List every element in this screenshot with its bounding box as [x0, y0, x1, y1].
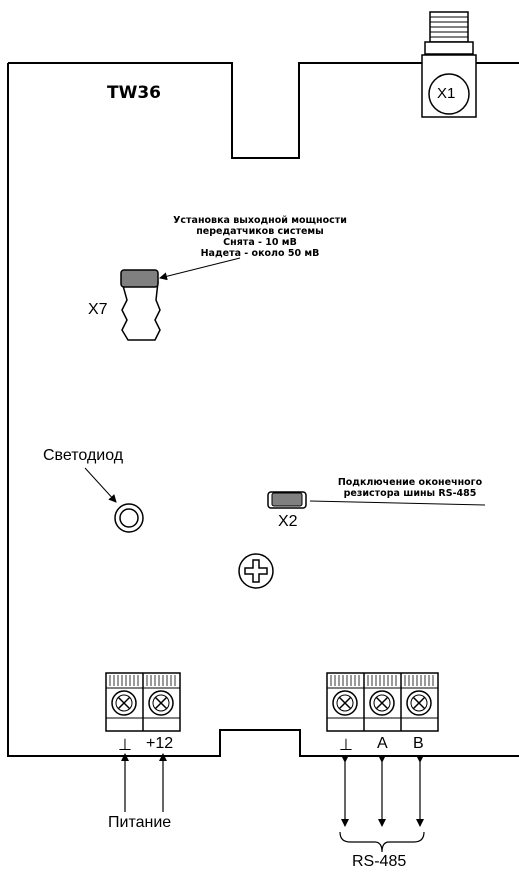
rs485-caption: RS-485	[352, 853, 407, 870]
power-terminal-ground-label: ⊥	[118, 737, 132, 754]
jumper-x7-note: Установка выходной мощности передатчиков…	[155, 215, 365, 259]
connector-x1-nut	[428, 73, 470, 115]
rs485-brace	[339, 831, 425, 853]
screw-terminal-ground	[111, 690, 137, 716]
jumper-x2-note: Подключение оконечного резистора шины RS…	[320, 477, 500, 499]
mounting-screw	[238, 553, 274, 589]
screw-terminal-b	[406, 690, 432, 716]
power-caption: Питание	[108, 814, 172, 831]
jumper-x7-cap	[120, 269, 159, 288]
power-terminal-block	[105, 672, 181, 732]
power-terminal-plus12-label: +12	[146, 735, 174, 752]
bus-terminal-a-label: A	[377, 735, 388, 752]
rs485-terminal-block	[326, 672, 439, 732]
jumper-x7-note-line-4: Надета - около 50 мВ	[200, 248, 320, 259]
jumper-x2-note-line-1: Подключение оконечного	[337, 477, 483, 488]
jumper-x7-label: X7	[88, 301, 108, 318]
jumper-x2-label: X2	[278, 513, 298, 530]
jumper-x7-note-line-2: передатчиков системы	[196, 226, 324, 237]
connector-x1-label: X1	[437, 85, 456, 102]
board-model-label: TW36	[107, 83, 162, 103]
screw-terminal-plus12	[148, 690, 174, 716]
jumper-x7-pointer	[159, 257, 241, 281]
bus-terminal-ground-label: ⊥	[339, 737, 353, 754]
jumper-x7	[120, 269, 161, 341]
screw-terminal-a	[369, 690, 395, 716]
jumper-x7-note-line-3: Снята - 10 мВ	[223, 237, 297, 248]
board-outline	[7, 62, 519, 757]
jumper-x7-note-line-1: Установка выходной мощности	[173, 215, 347, 226]
connector-x1	[421, 11, 477, 118]
jumper-x2-note-line-2: резистора шины RS-485	[343, 488, 477, 499]
jumper-x2-pointer	[309, 500, 486, 506]
led-label: Светодиод	[43, 447, 124, 464]
led-pointer	[84, 467, 117, 503]
bus-terminal-b-label: B	[413, 735, 424, 752]
screw-terminal-bus-ground	[332, 690, 358, 716]
jumper-x2	[267, 491, 307, 509]
